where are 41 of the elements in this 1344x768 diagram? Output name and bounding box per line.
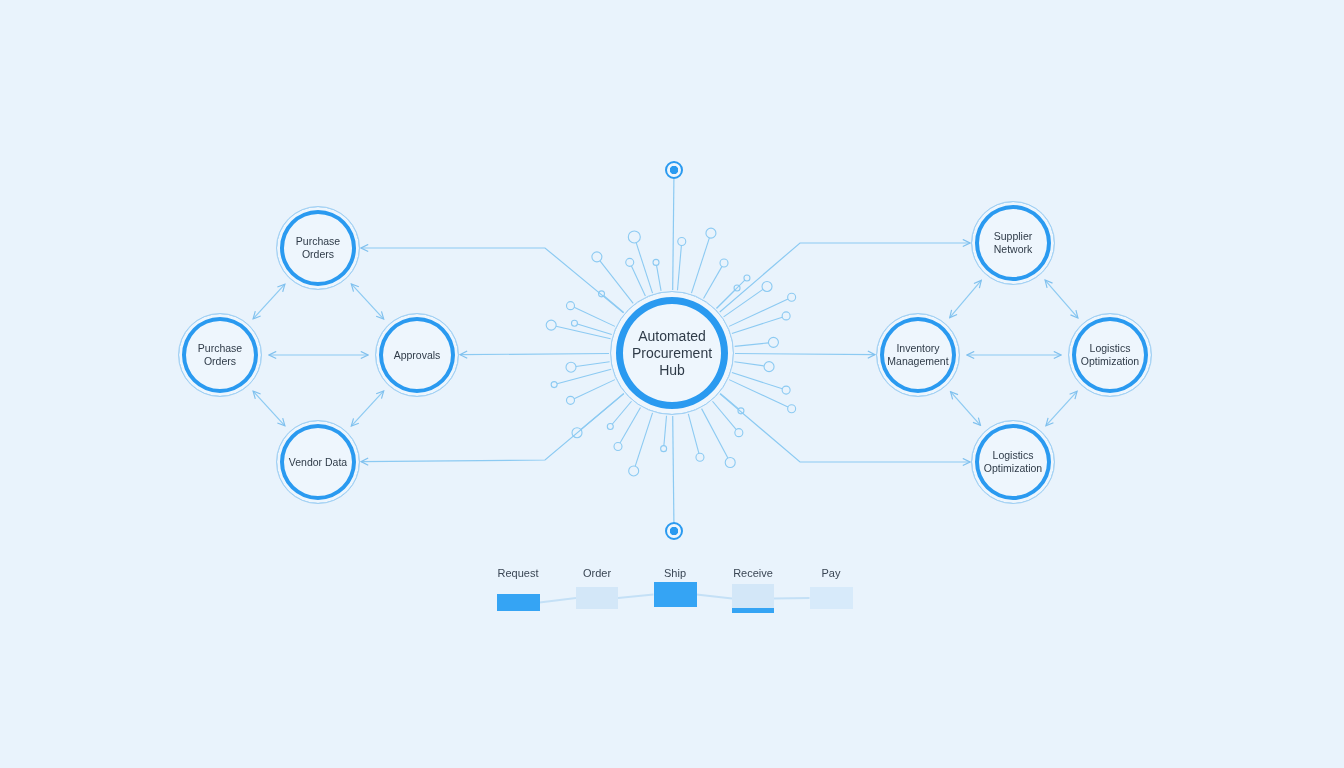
step-label: Ship	[664, 566, 686, 580]
arrow	[1044, 279, 1079, 319]
node-label: Vendor Data	[287, 455, 349, 469]
node-label: Inventory Management	[886, 342, 950, 368]
hub-circle	[610, 291, 734, 415]
arrow	[459, 350, 610, 359]
arrow	[350, 283, 385, 320]
arrow	[1045, 390, 1078, 427]
node-label: Supplier Network	[992, 230, 1034, 256]
node-label: Purchase Orders	[196, 342, 244, 368]
arrow	[252, 283, 286, 320]
arrow	[360, 393, 625, 466]
timeline-connector	[617, 593, 655, 599]
step-label: Request	[497, 566, 539, 580]
arrow	[949, 279, 982, 319]
arrow	[719, 393, 971, 467]
arrow	[949, 391, 982, 426]
process-circle	[375, 313, 459, 397]
step-label: Receive	[733, 566, 773, 580]
connector-line	[672, 178, 675, 291]
arrow	[350, 390, 385, 427]
terminal-dot	[665, 161, 683, 179]
step-label: Pay	[821, 566, 841, 580]
arrow	[252, 390, 286, 427]
arrow	[734, 350, 876, 359]
node-label: Automated Procurement Hub	[630, 327, 714, 379]
arrow	[966, 350, 1062, 360]
node-label: Approvals	[392, 348, 442, 362]
node-label: Logistics Optimization	[1079, 342, 1141, 368]
arrow	[360, 243, 625, 314]
terminal-dot	[665, 522, 683, 540]
step-label: Order	[582, 566, 612, 580]
timeline-connector	[538, 597, 577, 604]
process-circle	[178, 313, 262, 397]
timeline-connector	[773, 597, 811, 600]
connector-line	[672, 415, 675, 523]
arrow	[719, 238, 971, 313]
node-label: Purchase Orders	[294, 235, 342, 261]
node-label: Logistics Optimization	[982, 449, 1044, 475]
arrow	[268, 350, 369, 360]
timeline-connector	[695, 593, 733, 600]
